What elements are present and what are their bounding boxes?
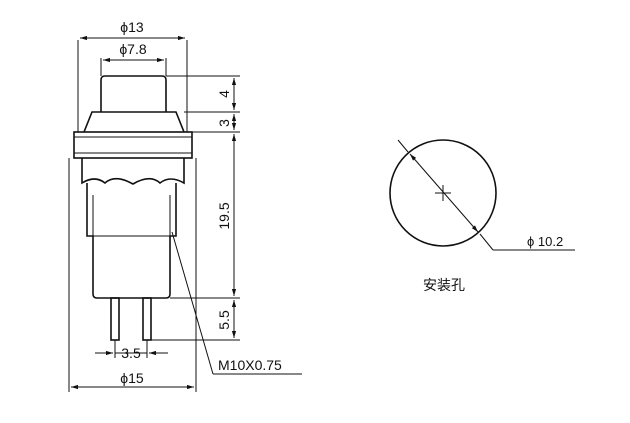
dim-vertical-extensions xyxy=(151,75,240,341)
pin-left xyxy=(110,297,120,341)
pin-spacing-label: 3.5 xyxy=(121,345,141,361)
dim-cap-height: 4 xyxy=(216,78,237,110)
dim-cap-diameter: ϕ7.8 xyxy=(100,41,167,76)
switch-side-view xyxy=(73,75,193,341)
cap-diameter-label: ϕ7.8 xyxy=(119,41,147,57)
flange-diameter-label: ϕ15 xyxy=(120,370,144,386)
pin-length-label: 5.5 xyxy=(216,310,232,330)
dim-body-length: 19.5 xyxy=(216,134,237,296)
body xyxy=(86,183,177,299)
mounting-hole xyxy=(389,139,497,247)
dim-pin-spacing: 3.5 xyxy=(95,340,168,361)
cap-height-label: 4 xyxy=(216,90,232,98)
collar xyxy=(83,111,185,133)
dim-flange-diameter: ϕ15 xyxy=(68,158,197,392)
hole-caption: 安装孔 xyxy=(423,278,465,294)
body-length-label: 19.5 xyxy=(216,202,232,229)
thread-label: M10X0.75 xyxy=(218,357,282,373)
dim-pin-length: 5.5 xyxy=(216,300,237,338)
button-cap xyxy=(100,75,167,112)
flange xyxy=(73,131,193,159)
mounting-hole-view: ϕ 10.2 安装孔 xyxy=(389,139,575,294)
outer-diameter-label: ϕ13 xyxy=(120,19,144,35)
thread-callout: M10X0.75 xyxy=(171,231,302,375)
hole-diameter-label: ϕ 10.2 xyxy=(527,234,563,249)
dim-collar-height: 3 xyxy=(216,114,237,130)
pin-right xyxy=(142,297,152,341)
collar-height-label: 3 xyxy=(216,119,232,127)
nut xyxy=(81,158,185,185)
dim-outer-diameter: ϕ13 xyxy=(77,19,188,132)
